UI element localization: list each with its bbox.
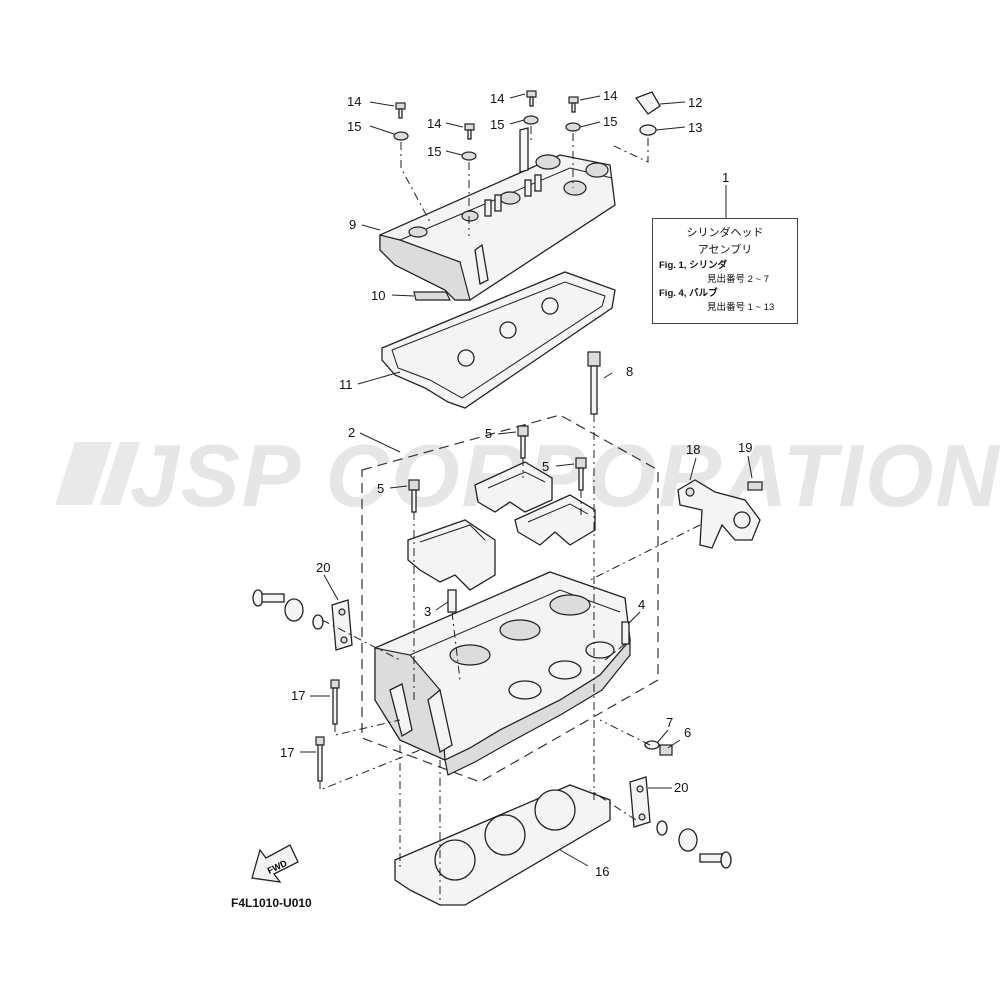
callout-12: 12 xyxy=(688,95,702,110)
callout-9: 9 xyxy=(349,217,356,232)
reference-fig1: Fig. 1, シリンダ xyxy=(659,260,728,271)
callout-17: 17 xyxy=(280,745,294,760)
callout-15: 15 xyxy=(490,117,504,132)
callout-3: 3 xyxy=(424,604,431,619)
bolt-8 xyxy=(587,351,601,415)
dowel-3 xyxy=(447,589,457,613)
callout-4: 4 xyxy=(638,597,645,612)
cylinder-head-cover xyxy=(379,127,616,301)
collar-set-left xyxy=(252,589,324,630)
callout-2: 2 xyxy=(348,425,355,440)
assembly-title-line1: シリンダヘッド xyxy=(686,227,764,239)
bolt-14-set xyxy=(395,90,579,140)
assembly-reference-box: シリンダヘッド アセンブリ Fig. 1, シリンダ 見出番号 2 ~ 7 Fi… xyxy=(652,218,798,324)
fwd-arrow: FWD xyxy=(251,844,299,883)
cover-gasket xyxy=(381,271,616,409)
bracket-10 xyxy=(413,291,451,301)
callout-7: 7 xyxy=(666,715,673,730)
callout-20: 20 xyxy=(674,780,688,795)
bracket-18 xyxy=(677,479,761,549)
callout-14: 14 xyxy=(603,88,617,103)
callout-11: 11 xyxy=(339,377,353,392)
engine-hanger-20-right xyxy=(629,776,651,828)
camshaft-cap-center xyxy=(474,461,553,513)
callout-14: 14 xyxy=(347,94,361,109)
dowel-4 xyxy=(621,621,630,645)
callout-5: 5 xyxy=(377,481,384,496)
callout-18: 18 xyxy=(686,442,700,457)
assembly-title-line2: アセンブリ xyxy=(697,244,753,256)
washer-15-set xyxy=(393,115,581,161)
callout-5: 5 xyxy=(542,459,549,474)
callout-20: 20 xyxy=(316,560,330,575)
callout-15: 15 xyxy=(603,114,617,129)
camshaft-cap-right xyxy=(514,494,596,546)
reference-fig4-items: 見出番号 1 ~ 13 xyxy=(707,302,775,313)
callout-14: 14 xyxy=(490,91,504,106)
reference-fig1-items: 見出番号 2 ~ 7 xyxy=(707,274,770,285)
callout-6: 6 xyxy=(684,725,691,740)
collar-set-right xyxy=(656,820,732,869)
bolt-19 xyxy=(747,481,763,491)
callout-16: 16 xyxy=(595,864,609,879)
callout-19: 19 xyxy=(738,440,752,455)
callout-14: 14 xyxy=(427,116,441,131)
oil-filler-cap xyxy=(634,91,661,136)
callout-labels: 14 15 14 15 14 15 14 15 12 13 1 9 10 11 … xyxy=(280,88,752,879)
callout-10: 10 xyxy=(371,288,385,303)
head-gasket xyxy=(394,784,611,906)
cylinder-head xyxy=(374,571,631,776)
callout-15: 15 xyxy=(347,119,361,134)
callout-17: 17 xyxy=(291,688,305,703)
engine-hanger-20-left xyxy=(331,599,353,651)
callout-1: 1 xyxy=(722,170,729,185)
bolt-17-set xyxy=(315,679,340,782)
figure-code: F4L1010-U010 xyxy=(231,896,312,910)
callout-8: 8 xyxy=(626,364,633,379)
callout-5: 5 xyxy=(485,426,492,441)
reference-fig4: Fig. 4, バルブ xyxy=(659,288,718,299)
callout-15: 15 xyxy=(427,144,441,159)
camshaft-cap-left xyxy=(407,519,496,591)
leader-lines xyxy=(300,93,753,905)
bolt-6-washer-7 xyxy=(644,740,673,756)
callout-13: 13 xyxy=(688,120,702,135)
